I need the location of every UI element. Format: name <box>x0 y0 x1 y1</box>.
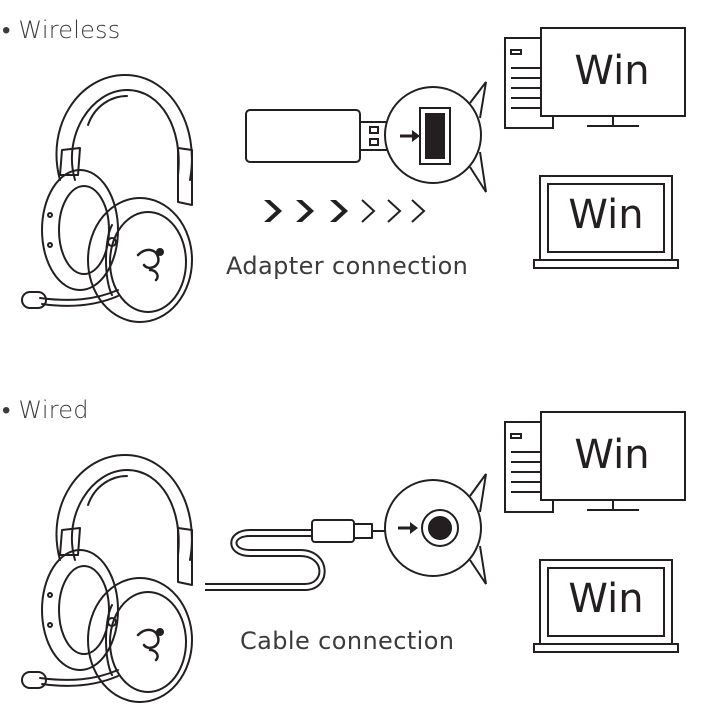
wired-desktop-os-label: Win <box>574 432 649 478</box>
adapter-connection-caption: Adapter connection <box>226 252 469 280</box>
cable-connection-caption: Cable connection <box>240 627 455 655</box>
wired-laptop-os-label: Win <box>568 576 643 622</box>
wired-section-label: • Wired <box>2 396 89 424</box>
wireless-desktop-os-label: Win <box>574 48 649 94</box>
wireless-signal-chevrons <box>264 199 426 223</box>
usb-adapter-icon <box>245 109 391 163</box>
wireless-laptop-os-label: Win <box>568 192 643 238</box>
usb-port-zoom-icon <box>384 81 487 193</box>
audio-jack-zoom-icon <box>384 473 487 585</box>
audio-cable-icon <box>205 519 388 591</box>
wired-headset-illustration <box>20 453 194 704</box>
wireless-section-label: • Wireless <box>2 16 121 44</box>
wireless-headset-illustration <box>20 73 194 324</box>
